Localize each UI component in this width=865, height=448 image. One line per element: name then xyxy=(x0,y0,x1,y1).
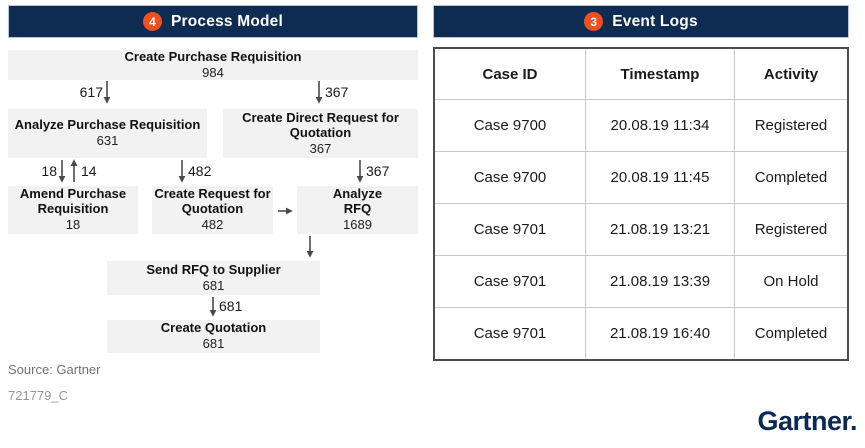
column-header-activity: Activity xyxy=(734,48,848,100)
cell-timestamp: 21.08.19 13:39 xyxy=(585,255,735,308)
edge-label-367-mid: 367 xyxy=(366,163,390,179)
edge-label-681: 681 xyxy=(219,298,243,314)
node-count: 18 xyxy=(65,217,81,233)
table-row: Case 9701 21.08.19 13:21 Registered xyxy=(434,203,848,256)
event-logs-title: Event Logs xyxy=(612,12,698,30)
node-title: Send RFQ to Supplier xyxy=(146,261,281,277)
node-title: Analyze Purchase Requisition xyxy=(14,117,201,133)
cell-timestamp: 20.08.19 11:45 xyxy=(585,151,735,204)
event-logs-header: 3 Event Logs xyxy=(433,5,849,38)
node-count: 984 xyxy=(202,64,224,80)
node-analyze-purchase-requisition: Analyze Purchase Requisition 631 xyxy=(8,109,207,158)
cell-activity: Registered xyxy=(734,203,848,256)
table-row: Case 9700 20.08.19 11:45 Completed xyxy=(434,151,848,204)
table-row: Case 9701 21.08.19 13:39 On Hold xyxy=(434,255,848,308)
node-title: Create Direct Request for Quotation xyxy=(242,109,399,140)
edge-label-18: 18 xyxy=(41,163,57,179)
column-header-case-id: Case ID xyxy=(434,48,586,100)
node-create-purchase-requisition: Create Purchase Requisition 984 xyxy=(8,48,418,80)
node-count: 681 xyxy=(202,336,225,352)
node-title: Create Purchase Requisition xyxy=(124,48,302,64)
edge-label-482: 482 xyxy=(188,163,212,179)
node-title: Create Request for Quotation xyxy=(154,186,271,217)
gartner-logo: Gartner. xyxy=(757,406,857,436)
edge-label-14: 14 xyxy=(81,163,97,179)
doc-id: 721779_C xyxy=(8,388,68,403)
table-row: Case 9701 21.08.19 16:40 Completed xyxy=(434,307,848,360)
cell-case-id: Case 9701 xyxy=(434,307,586,360)
node-count: 367 xyxy=(309,140,332,156)
node-create-quotation: Create Quotation 681 xyxy=(107,320,320,353)
source-note: Source: Gartner xyxy=(8,362,101,377)
node-create-direct-request-for-quotation: Create Direct Request for Quotation 367 xyxy=(223,109,418,158)
node-count: 1689 xyxy=(343,217,372,233)
node-count: 482 xyxy=(201,217,224,233)
node-title: Create Quotation xyxy=(160,320,267,336)
node-count: 681 xyxy=(202,277,225,293)
step-4-badge: 4 xyxy=(142,12,162,31)
node-send-rfq-to-supplier: Send RFQ to Supplier 681 xyxy=(107,261,320,295)
node-analyze-rfq: Analyze RFQ 1689 xyxy=(297,186,418,234)
node-title: Amend Purchase Requisition xyxy=(19,186,127,217)
cell-activity: Completed xyxy=(734,151,848,204)
column-header-timestamp: Timestamp xyxy=(585,48,735,100)
cell-case-id: Case 9700 xyxy=(434,99,586,152)
event-log-table: Case ID Timestamp Activity Case 9700 20.… xyxy=(434,48,848,360)
cell-activity: Completed xyxy=(734,307,848,360)
cell-activity: On Hold xyxy=(734,255,848,308)
process-model-title: Process Model xyxy=(170,12,283,30)
node-create-request-for-quotation: Create Request for Quotation 482 xyxy=(152,186,273,234)
cell-timestamp: 21.08.19 16:40 xyxy=(585,307,735,360)
cell-case-id: Case 9700 xyxy=(434,151,586,204)
cell-activity: Registered xyxy=(734,99,848,152)
table-header-row: Case ID Timestamp Activity xyxy=(434,48,848,100)
node-count: 631 xyxy=(96,133,119,149)
cell-timestamp: 20.08.19 11:34 xyxy=(585,99,735,152)
event-log-table-container: Case ID Timestamp Activity Case 9700 20.… xyxy=(433,47,849,361)
cell-case-id: Case 9701 xyxy=(434,255,586,308)
node-title: Analyze RFQ xyxy=(332,186,383,217)
edge-label-367-top: 367 xyxy=(325,84,349,100)
edge-label-617: 617 xyxy=(79,84,103,100)
cell-timestamp: 21.08.19 13:21 xyxy=(585,203,735,256)
process-model-header: 4 Process Model xyxy=(8,5,418,38)
cell-case-id: Case 9701 xyxy=(434,203,586,256)
node-amend-purchase-requisition: Amend Purchase Requisition 18 xyxy=(8,186,138,234)
table-row: Case 9700 20.08.19 11:34 Registered xyxy=(434,99,848,152)
step-3-badge: 3 xyxy=(584,12,604,31)
